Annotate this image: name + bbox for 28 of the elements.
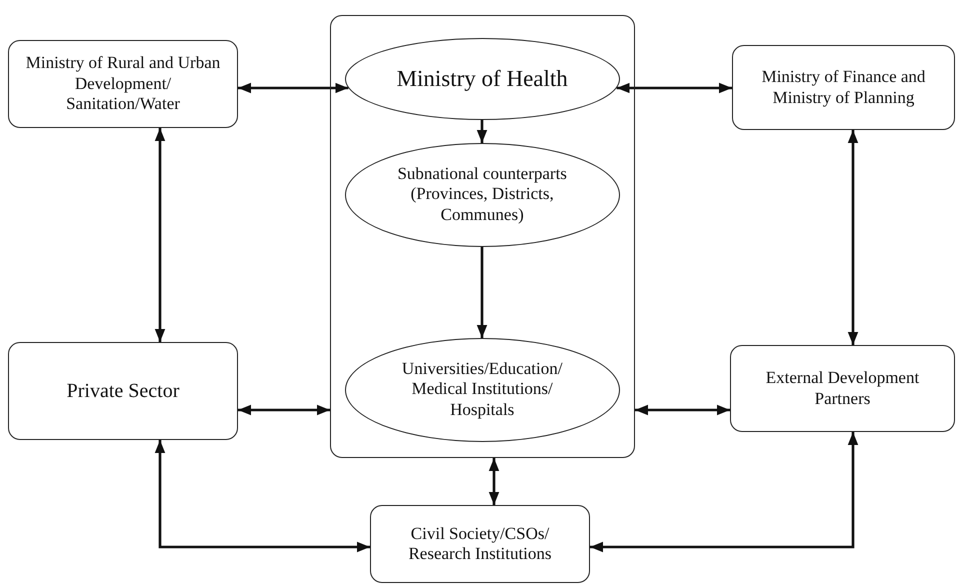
connector-arrow	[635, 404, 730, 416]
process-box	[8, 40, 238, 128]
node-label: Subnational counterparts (Provinces, Districts, Communes)	[396, 164, 568, 226]
node-label: Civil Society/CSOs/ Research Institutions	[407, 524, 553, 564]
connector-arrow	[488, 458, 500, 505]
ellipse-node	[344, 338, 620, 442]
connector-arrow	[238, 404, 330, 416]
process-box	[730, 345, 955, 432]
node-label: Ministry of Rural and Urban Development/ Sanitation/Water	[24, 53, 222, 115]
node-label: Universities/Education/ Medical Institutions/ Hospitals	[400, 359, 564, 420]
connector-arrow	[476, 247, 488, 338]
process-box	[370, 505, 590, 583]
process-box	[8, 342, 238, 440]
connector-arrow	[154, 128, 166, 342]
container-box	[330, 15, 635, 458]
ellipse-node	[344, 142, 620, 247]
node-label: Ministry of Health	[396, 64, 569, 92]
connector-arrow	[590, 432, 858, 552]
node-label: External Development Partners	[764, 368, 920, 409]
connector-arrow	[476, 120, 488, 143]
node-label: Ministry of Finance and Ministry of Planning	[760, 67, 926, 108]
connector-arrow	[238, 82, 348, 94]
node-label: Private Sector	[66, 379, 180, 403]
process-box	[732, 45, 955, 130]
connector-arrow	[848, 130, 858, 345]
connector-arrow	[616, 82, 732, 94]
connector-arrow	[154, 440, 370, 552]
ellipse-node	[344, 38, 620, 120]
